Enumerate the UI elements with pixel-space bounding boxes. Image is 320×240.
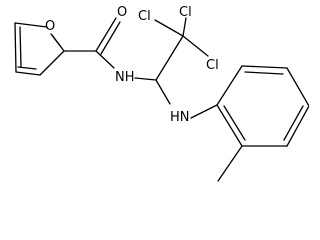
chlorine-label-top: Cl [179,5,192,20]
chemical-structure: O O NH HN Cl Cl Cl [14,5,309,182]
carbonyl-oxygen-label: O [117,5,127,20]
amide-group [63,17,157,81]
furan-oxygen-label: O [45,19,55,34]
methyl-group [217,145,243,182]
trichloroethyl-group [154,17,209,105]
chlorine-label-right: Cl [206,58,219,73]
amine-nitrogen-label: HN [170,110,190,125]
benzene-ring [216,65,309,147]
chlorine-label-left: Cl [138,9,151,24]
aniline-linker [190,104,218,119]
furan-ring [14,22,65,76]
amide-nitrogen-label: NH [115,70,135,85]
